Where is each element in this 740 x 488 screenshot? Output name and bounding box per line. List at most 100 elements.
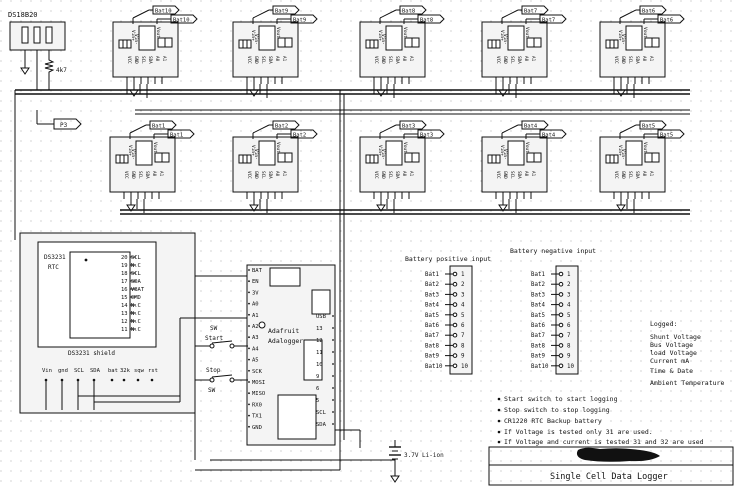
logged-item: Time & Date [650,367,693,375]
ina-pin-label: A1 [281,171,287,177]
negative-row-pin: 6 [567,323,571,329]
negative-row-label: Bat3 [531,292,545,298]
resistor-4k7-label: 4k7 [56,67,67,74]
rtc-chip-label: DS3231 [44,254,66,261]
positive-row-label: Bat6 [425,323,439,329]
rtc-bottom-pin-label: sqw [134,368,145,374]
ina-pin-label: Vin- [620,149,626,160]
ina-pin-label: A0 [523,171,529,177]
negative-row-pin: 2 [567,282,571,288]
ina-pin-label: Vin- [380,149,386,160]
negative-row-label: Bat8 [531,343,545,349]
ina-pin-label: SCL [137,171,143,179]
title-block-title: Single Cell Data Logger [550,472,668,482]
negative-row-label: Bat10 [531,364,549,370]
ina-pin-label: Vout [155,27,161,38]
logged-item: Bus Voltage [650,341,693,349]
ina-pin-label: Vin+ [377,145,383,156]
ina-pin-label: SCL [260,171,266,179]
rtc-pin-label: 14 N.C [121,303,141,309]
positive-row-pin: 2 [461,282,465,288]
ina-net-tag: Bat1 [152,124,165,130]
ina-net-tag: Bat9 [275,9,288,15]
adalogger-left-pin: MOSI [252,380,265,386]
ina-pin-label: SCL [627,171,633,179]
ina-pin-label: Vin- [133,34,139,45]
ina-net-tag: Bat2 [293,133,306,139]
adalogger-left-pin: GND [252,425,262,431]
ina-pin-label: A0 [274,56,280,62]
ina-pin-label: Vout [152,142,158,153]
ina-pin-label: SCL [387,56,393,64]
ina-pin-label: Vin- [620,34,626,45]
adalogger-board[interactable]: Adafruit Adalogger BATEN3VA0A1A2A3A4A5SC… [246,264,336,446]
ina-pin-label: Vin+ [617,145,623,156]
ina-pin-label: Vin- [502,34,508,45]
ina-pin-label: Vin- [253,34,259,45]
adalogger-left-pin: BAT [252,268,263,274]
positive-row-pin: 8 [461,343,465,349]
ina-pin-label: Vin+ [130,30,136,41]
negative-row-label: Bat2 [531,282,545,288]
ina-pin-label: VCC [246,56,252,64]
ina-net-tag: Bat2 [275,124,288,130]
ina-pin-label: Vin+ [499,30,505,41]
ina-pin-label: Vin+ [127,145,133,156]
rtc-pin-label: 13 N.C [121,311,141,317]
negative-row-pin: 1 [567,272,571,278]
rtc-bottom-pin-label: SCL [74,368,85,374]
negative-row-label: Bat5 [531,313,545,319]
adalogger-right-pin: SCL [316,410,327,416]
ina-pin-label: Vout [275,27,281,38]
logged-list: Logged: Shunt Voltage Bus Voltage load V… [650,320,724,387]
ina-net-tag: Bat3 [402,124,415,130]
adalogger-right-pin: 10 [316,362,323,368]
ina-pin-label: SDA [634,56,640,64]
notes-list: Start switch to start logging Stop switc… [497,395,704,446]
ina-pin-label: A0 [401,171,407,177]
ina-pin-label: A0 [641,171,647,177]
stop-switch[interactable]: Stop SW [206,367,248,394]
positive-row-pin: 3 [461,292,465,298]
ina-pin-label: Vin- [253,149,259,160]
ina-pin-label: Vin- [130,149,136,160]
rtc-pin-label: 16 VBAT [121,287,145,293]
lipo-battery[interactable]: 3.7V Li-ion [389,440,444,483]
ina-net-tag: Bat8 [420,18,433,24]
ina-pin-label: VCC [613,56,619,64]
ina-pin-label: GND [130,171,136,179]
adalogger-left-pin: RX0 [252,402,262,408]
positive-row-label: Bat8 [425,343,439,349]
positive-row-pin: 9 [461,354,465,360]
ina-pin-label: A1 [281,56,287,62]
ina-pin-label: A0 [641,56,647,62]
ina-pin-label: SCL [260,56,266,64]
ina-pin-label: GND [620,56,626,64]
ina-pin-label: SDA [394,56,400,64]
ina-pin-label: VCC [495,56,501,64]
ina-pin-label: VCC [123,171,129,179]
ina-pin-label: A0 [151,171,157,177]
adalogger-right-pin: 5 [316,398,319,404]
ina-pin-label: SDA [394,171,400,179]
adalogger-left-pin: A4 [252,346,259,352]
negative-row-label: Bat6 [531,323,545,329]
adalogger-left-pin: A3 [252,335,259,341]
adalogger-right-pin: 13 [316,326,323,332]
rtc-pin-label: 19 N.C [121,263,141,269]
ds18b20-sensor[interactable]: DS18B20 4k7 P3 [8,11,82,130]
